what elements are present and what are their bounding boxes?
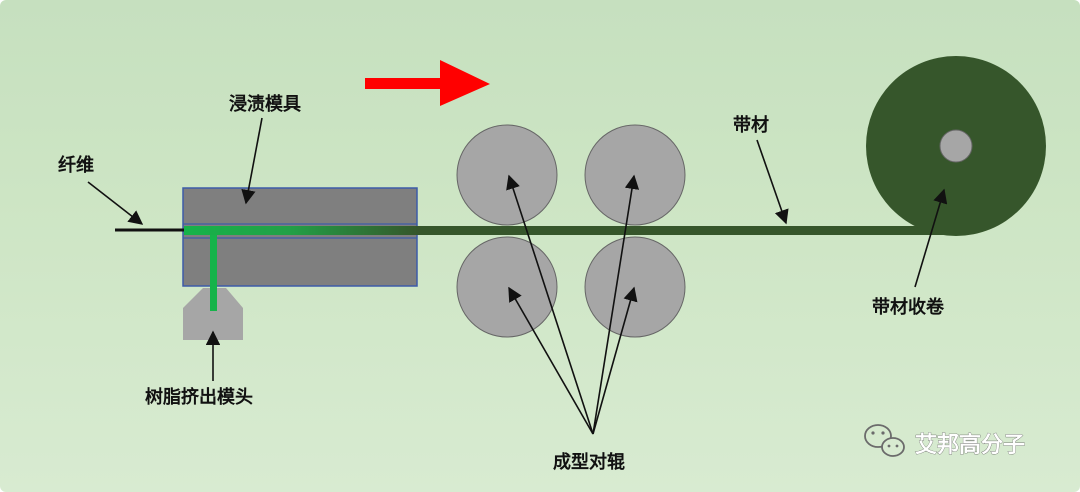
fiber-label: 纤维	[58, 154, 94, 176]
winding-label: 带材收卷	[872, 296, 945, 318]
impregnation-die	[182, 187, 418, 287]
roller-top-right	[584, 124, 686, 226]
strip-band	[416, 226, 954, 235]
resin-head-label: 树脂挤出模头	[145, 386, 253, 408]
roller-top-left	[456, 124, 558, 226]
forming-rollers-label: 成型对辊	[553, 451, 625, 473]
roller-bottom-left	[456, 236, 558, 338]
watermark-text: 艾邦高分子	[915, 432, 1025, 458]
impregnated-strip	[184, 226, 418, 235]
spool-hub	[939, 129, 973, 163]
direction-arrow	[365, 60, 490, 106]
pointer-lines	[87, 117, 948, 435]
wechat-icon	[864, 424, 905, 457]
roller-bottom-right	[584, 236, 686, 338]
strip-label: 带材	[733, 114, 769, 136]
impregnation-die-label: 浸渍模具	[229, 93, 301, 115]
resin-extrusion-head	[183, 288, 243, 340]
watermark: 艾邦高分子	[864, 424, 1025, 458]
resin-feed-channel	[210, 229, 217, 311]
